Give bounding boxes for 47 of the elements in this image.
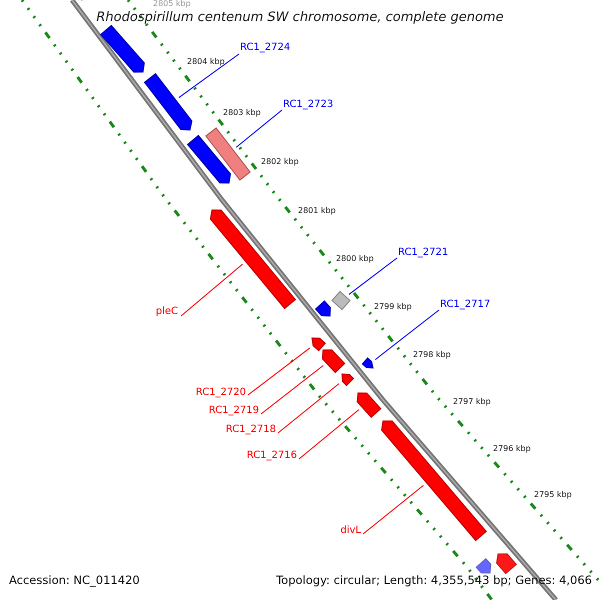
scale-label: 2798 kbp [413,351,451,359]
gene-label: RC1_2721 [398,248,448,258]
leader-line [348,258,398,295]
gene-label: RC1_2724 [240,43,290,53]
gene-feature [210,210,296,310]
scale-label: 2795 kbp [534,491,572,499]
leader-line [298,409,360,460]
gene-label: RC1_2723 [283,100,334,110]
gene-label: RC1_2720 [196,388,246,398]
gene-feature [322,349,346,374]
gene-label: RC1_2718 [226,425,276,435]
leader-line [178,54,240,98]
gene-label: divL [340,526,361,536]
gene-label: RC1_2717 [440,300,490,310]
gene-label: RC1_2716 [246,451,297,461]
gene-feature [362,357,374,369]
scale-label: 2802 kbp [261,158,299,166]
title: Rhodospirillum centenum SW chromosome, complete genome [96,10,504,25]
scale-label: 2800 kbp [336,255,374,263]
gene-feature [144,73,192,131]
leader-line [236,110,282,148]
leader-line [362,484,424,534]
scale-label: 2801 kbp [298,207,336,215]
leader-line [248,347,310,396]
gene-feature [331,290,351,310]
gene-feature [205,127,251,181]
leader-line [260,364,324,414]
gene-label: RC1_2719 [208,406,259,416]
gene-feature [496,553,517,574]
gene-feature [186,134,232,184]
gene-feature [311,337,326,352]
leader-line [374,310,440,360]
scale-label: 2804 kbp [187,58,225,66]
leader-line [278,383,340,434]
scale-label: 2805 kbp [153,0,191,8]
accession-text: Accession: NC_011420 [9,575,140,586]
gene-label: pleC [156,307,178,317]
gene-feature [476,558,492,574]
scale-label: 2803 kbp [223,109,261,117]
leader-line [180,264,244,316]
scale-label: 2799 kbp [374,303,412,311]
gene-feature [356,392,382,418]
gene-feature [100,24,145,73]
gene-feature [341,373,354,386]
gene-feature [381,420,487,542]
gene-feature [314,300,331,317]
scale-label: 2797 kbp [453,398,491,406]
